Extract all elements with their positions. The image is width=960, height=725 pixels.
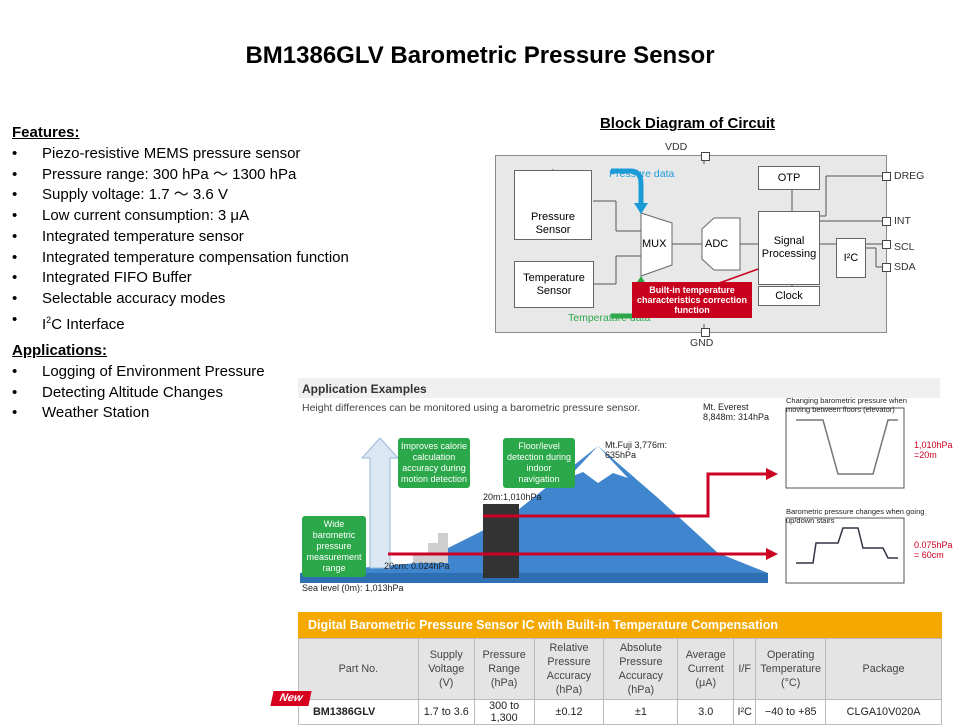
feature-item: Low current consumption: 3 μA [12,206,349,227]
pin-int [882,217,891,226]
spec-table-grid: Part No. Supply Voltage (V) Pressure Ran… [298,638,942,725]
pin-sda-label: SDA [894,261,916,273]
pin-gnd [701,328,710,337]
mux-label: MUX [642,238,667,250]
temperature-sensor-label: Temperature Sensor [523,271,585,297]
application-examples-subtitle: Height differences can be monitored usin… [302,402,641,414]
pin-vdd [701,152,710,161]
temperature-data-label: Temperature data [568,312,651,324]
otp-block: OTP [758,166,820,190]
feature-item: Pressure range: 300 hPa ～ 1300 hPa [12,165,349,186]
col-relative-accuracy: Relative Pressure Accuracy (hPa) [533,638,605,700]
col-absolute-accuracy: Absolute Pressure Accuracy (hPa) [603,638,679,700]
pin-scl [882,240,891,249]
graph1-value: 1,010hPa =20m [914,440,953,460]
clock-block: Clock [758,286,820,306]
features-heading: Features: [12,124,80,141]
col-average-current: Average Current (μA) [677,638,735,700]
block-diagram: Pressure Sensor Temperature Sensor MUX A… [495,152,891,337]
application-item: Logging of Environment Pressure [12,362,265,383]
application-item: Detecting Altitude Changes [12,383,265,404]
adc-label: ADC [705,238,729,250]
col-supply-voltage: Supply Voltage (V) [417,638,475,700]
graph2-title: Barometric pressure changes when going u… [786,507,925,525]
everest-label: Mt. Everest 8,848m: 314hPa [703,402,770,422]
pin-dreg-label: DREG [894,170,925,182]
cell-package: CLGA10V020A [825,699,942,725]
cell-relative-accuracy: ±0.12 [533,699,605,725]
graph1-title: Changing barometric pressure when moving… [786,396,907,414]
signal-processing-block: Signal Processing [758,211,820,285]
applications-list: Logging of Environment Pressure Detectin… [12,362,265,424]
cell-pressure-range: 300 to 1,300 [473,699,535,725]
pin-scl-label: SCL [894,241,915,253]
pressure-sensor-label: Pressure Sensor [530,211,576,236]
features-list: Piezo-resistive MEMS pressure sensor Pre… [12,144,349,335]
application-item: Weather Station [12,403,265,424]
new-badge: New [270,691,312,706]
i2c-block: I²C [836,238,866,278]
gnd-label: GND [690,337,714,349]
cell-supply-voltage: 1.7 to 3.6 [417,699,475,725]
cell-interface: I²C [733,699,757,725]
cell-absolute-accuracy: ±1 [603,699,679,725]
pressure-sensor-block: Pressure Sensor [514,170,592,240]
feature-item: Integrated temperature compensation func… [12,248,349,269]
pressure-data-label: Pressure data [609,168,675,180]
cell-part-no: BM1386GLV [298,699,419,725]
spec-table: Digital Barometric Pressure Sensor IC wi… [298,612,942,725]
sea-level-label: Sea level (0m): 1,013hPa [302,583,404,593]
feature-item: Integrated temperature sensor [12,227,349,248]
feature-item: Integrated FIFO Buffer [12,268,349,289]
pin-dreg [882,172,891,181]
graph2-value: 0.075hPa = 60cm [914,540,953,560]
cell-average-current: 3.0 [677,699,735,725]
application-examples-heading: Application Examples [302,382,427,396]
signal-processing-label: Signal Processing [761,235,817,260]
applications-heading: Applications: [12,342,108,359]
i2c-label: I²C [843,251,859,264]
block-diagram-title: Block Diagram of Circuit [599,115,776,132]
application-examples-illustration [298,378,940,584]
i2c-prefix: I [42,315,47,333]
clock-label: Clock [775,289,803,302]
feature-item-i2c: I2C Interface [12,310,349,336]
page-title: BM1386GLV Barometric Pressure Sensor [245,42,715,69]
i2c-suffix: C Interface [51,315,125,333]
feature-item: Supply voltage: 1.7 ～ 3.6 V [12,185,349,206]
otp-label: OTP [777,171,801,184]
cell-operating-temperature: −40 to +85 [755,699,827,725]
col-operating-temperature: Operating Temperature (°C) [755,638,827,700]
vdd-label: VDD [665,141,688,153]
callout-wide-range: Wide barometric pressure measurement ran… [302,516,366,577]
stairs-label: 20cm: 0.024hPa [384,561,450,571]
temperature-sensor-block: Temperature Sensor [514,261,594,308]
callout-floor: Floor/level detection during indoor navi… [503,438,575,488]
col-part-no: Part No. [298,638,419,700]
i2c-sup: 2 [46,314,52,325]
building-label: 20m:1,010hPa [483,492,542,502]
col-interface: I/F [733,638,757,700]
col-pressure-range: Pressure Range (hPa) [473,638,535,700]
correction-label: Built-in temperature characteristics cor… [636,285,748,315]
pin-sda [882,263,891,272]
pin-int-label: INT [894,215,911,227]
callout-calorie: Improves calorie calculation accuracy du… [398,438,470,488]
col-package: Package [825,638,942,700]
fuji-label: Mt.Fuji 3,776m: 635hPa [605,440,668,460]
feature-item: Selectable accuracy modes [12,289,349,310]
spec-table-heading: Digital Barometric Pressure Sensor IC wi… [298,612,942,638]
feature-item: Piezo-resistive MEMS pressure sensor [12,144,349,165]
table-row: BM1386GLV 1.7 to 3.6 300 to 1,300 ±0.12 … [298,699,942,725]
correction-callout: Built-in temperature characteristics cor… [632,282,752,318]
